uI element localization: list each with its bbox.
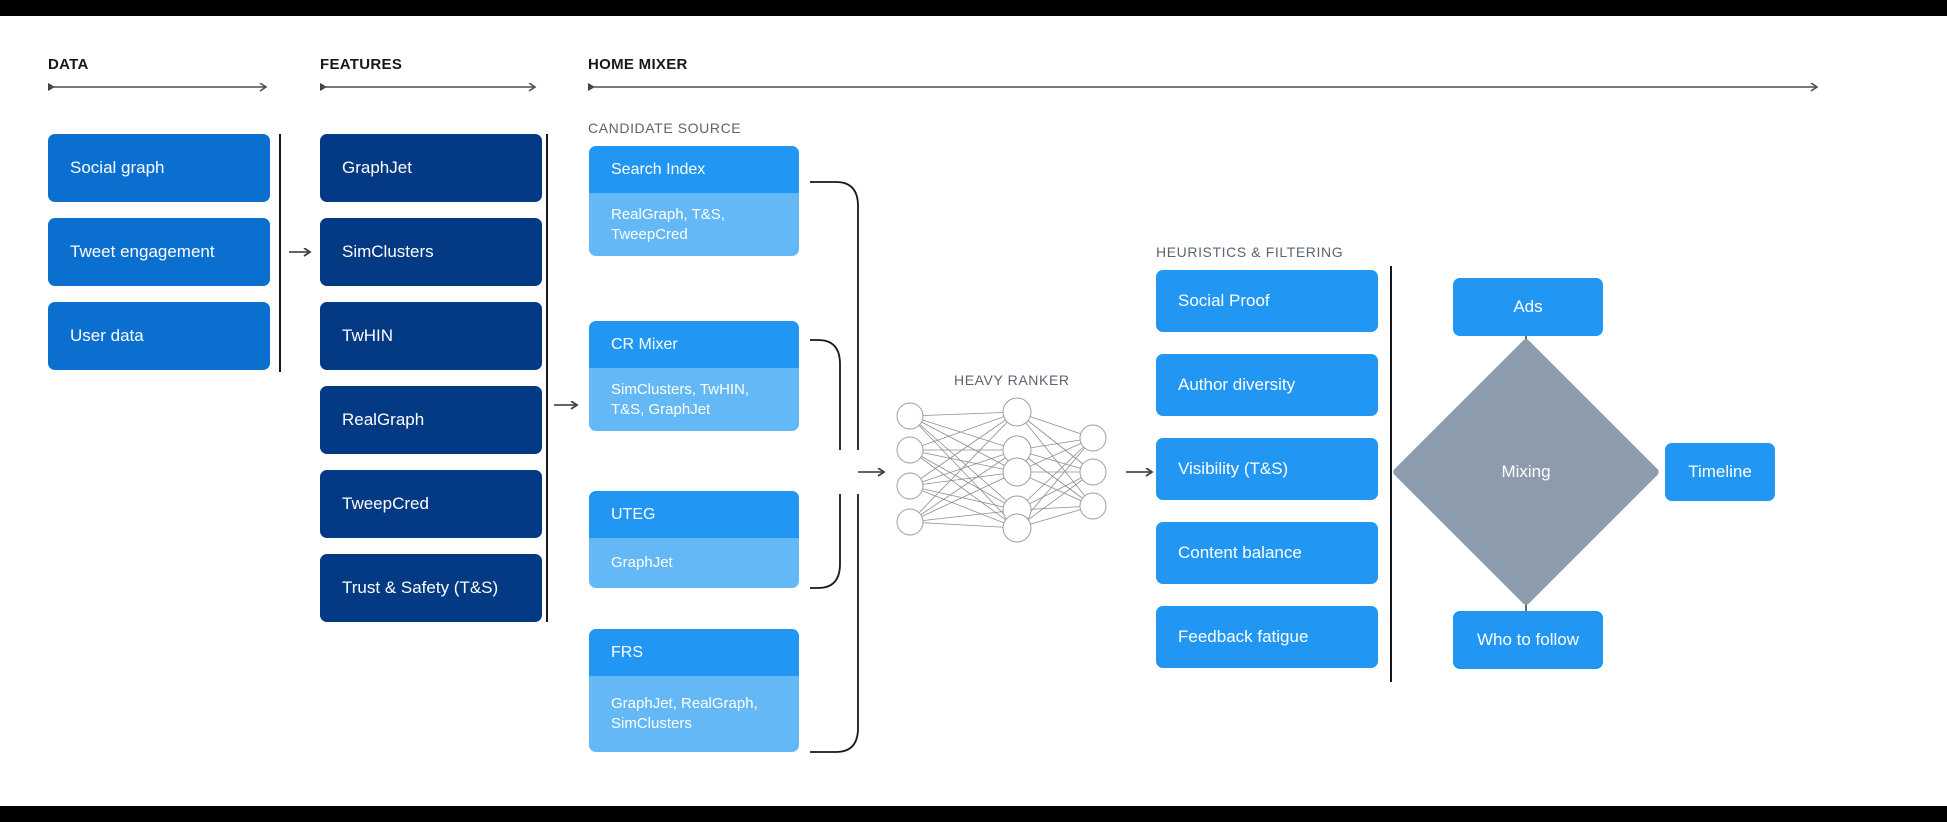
output-card-label: Timeline: [1688, 462, 1752, 482]
feature-card-simclusters[interactable]: SimClusters: [320, 218, 542, 286]
heuristic-card-label: Feedback fatigue: [1178, 627, 1309, 647]
heuristic-card-label: Social Proof: [1178, 291, 1270, 311]
feature-card-trust-safety[interactable]: Trust & Safety (T&S): [320, 554, 542, 622]
candidate-source-title: FRS: [589, 629, 799, 676]
candidate-source-title: CR Mixer: [589, 321, 799, 368]
subsection-title-heuristics: HEURISTICS & FILTERING: [1156, 244, 1344, 260]
section-title-features: FEATURES: [320, 56, 403, 73]
candidate-source-card-frs[interactable]: FRS GraphJet, RealGraph, SimClusters: [589, 629, 799, 752]
candidate-source-features: GraphJet, RealGraph, SimClusters: [589, 676, 799, 752]
mixing-diamond[interactable]: Mixing: [1391, 337, 1661, 607]
header-rail-home-mixer: [588, 83, 1817, 91]
candidate-source-features: GraphJet: [589, 538, 799, 588]
divider-heuristics-mixing: [1390, 266, 1392, 682]
data-card-social-graph[interactable]: Social graph: [48, 134, 270, 202]
data-card-label: User data: [70, 326, 144, 346]
feature-card-label: SimClusters: [342, 242, 434, 262]
output-card-label: Ads: [1513, 297, 1543, 317]
diagram-canvas: DATA FEATURES HOME MIXER CANDIDATE SOURC…: [0, 16, 1947, 806]
feature-card-label: RealGraph: [342, 410, 425, 430]
subsection-title-heavy-ranker: HEAVY RANKER: [954, 372, 1070, 388]
feature-card-label: TwHIN: [342, 326, 393, 346]
heuristic-card-author-diversity[interactable]: Author diversity: [1156, 354, 1378, 416]
feature-card-label: Trust & Safety (T&S): [342, 578, 499, 598]
output-card-who-to-follow[interactable]: Who to follow: [1453, 611, 1603, 669]
subsection-title-candidate-source: CANDIDATE SOURCE: [588, 120, 742, 136]
feature-card-graphjet[interactable]: GraphJet: [320, 134, 542, 202]
feature-card-tweepcred[interactable]: TweepCred: [320, 470, 542, 538]
data-card-tweet-engagement[interactable]: Tweet engagement: [48, 218, 270, 286]
candidate-source-features: RealGraph, T&S, TweepCred: [589, 193, 799, 256]
feature-card-twhin[interactable]: TwHIN: [320, 302, 542, 370]
header-rail-data: [48, 83, 266, 91]
candidate-source-card-search-index[interactable]: Search Index RealGraph, T&S, TweepCred: [589, 146, 799, 256]
candidate-source-title: UTEG: [589, 491, 799, 538]
candidate-source-card-uteg[interactable]: UTEG GraphJet: [589, 491, 799, 588]
connector-layer: [48, 83, 1947, 753]
neural-network-icon: [896, 397, 1107, 543]
bracket-outer-connector: [810, 181, 859, 753]
feature-card-realgraph[interactable]: RealGraph: [320, 386, 542, 454]
candidate-source-title: Search Index: [589, 146, 799, 193]
candidate-source-card-cr-mixer[interactable]: CR Mixer SimClusters, TwHIN, T&S, GraphJ…: [589, 321, 799, 431]
data-card-user-data[interactable]: User data: [48, 302, 270, 370]
divider-features-homemixer: [546, 134, 548, 622]
output-card-ads[interactable]: Ads: [1453, 278, 1603, 336]
header-rail-features: [320, 83, 535, 91]
feature-card-label: GraphJet: [342, 158, 412, 178]
heuristic-card-label: Author diversity: [1178, 375, 1296, 395]
candidate-source-features: SimClusters, TwHIN, T&S, GraphJet: [589, 368, 799, 431]
feature-card-label: TweepCred: [342, 494, 429, 514]
section-title-data: DATA: [48, 56, 89, 73]
data-card-label: Social graph: [70, 158, 165, 178]
bracket-inner-connector: [810, 339, 841, 589]
output-card-timeline[interactable]: Timeline: [1665, 443, 1775, 501]
section-title-home-mixer: HOME MIXER: [588, 56, 688, 73]
heuristic-card-social-proof[interactable]: Social Proof: [1156, 270, 1378, 332]
heuristic-card-label: Visibility (T&S): [1178, 459, 1289, 479]
divider-data-features: [279, 134, 281, 372]
heuristic-card-label: Content balance: [1178, 543, 1302, 563]
heuristic-card-feedback-fatigue[interactable]: Feedback fatigue: [1156, 606, 1378, 668]
output-card-label: Who to follow: [1476, 630, 1580, 650]
heuristic-card-visibility[interactable]: Visibility (T&S): [1156, 438, 1378, 500]
heuristic-card-content-balance[interactable]: Content balance: [1156, 522, 1378, 584]
mixing-label: Mixing: [1501, 462, 1551, 481]
data-card-label: Tweet engagement: [70, 242, 215, 262]
